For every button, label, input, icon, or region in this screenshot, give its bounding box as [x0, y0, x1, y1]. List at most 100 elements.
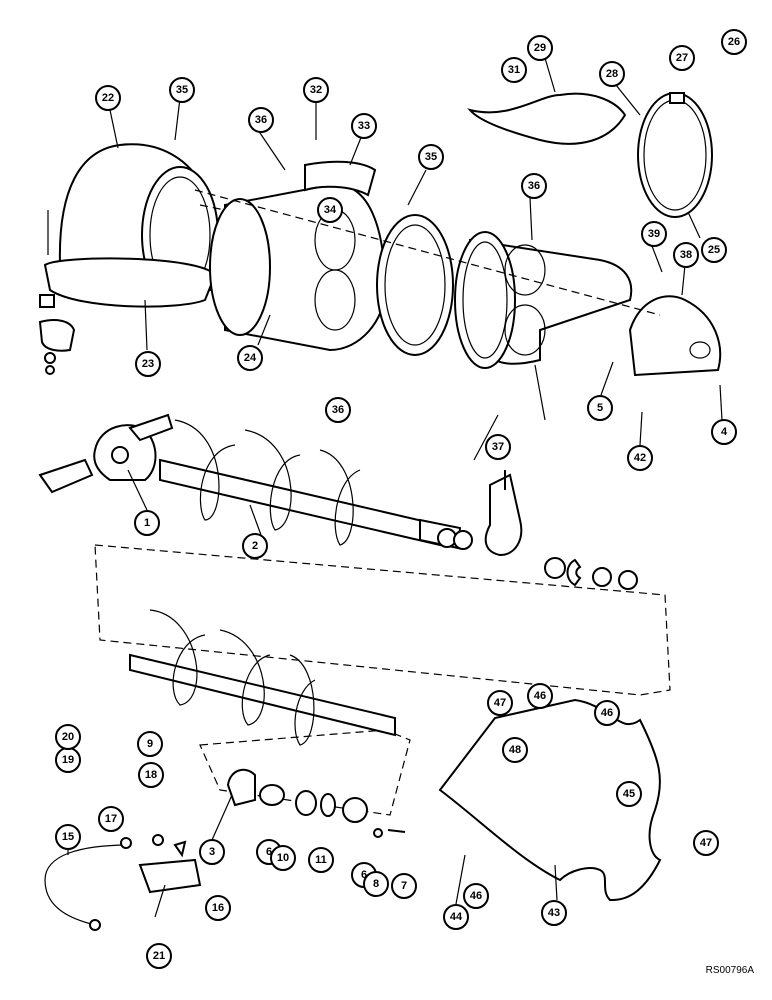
callout-number: 45 [623, 788, 635, 800]
callout-number: 27 [676, 52, 688, 64]
callout-number: 5 [597, 402, 603, 414]
auger-tube-section [209, 160, 387, 352]
callout-number: 24 [244, 352, 257, 364]
callout-18: 18 [138, 762, 164, 788]
callout-8: 8 [363, 871, 389, 897]
callout-number: 31 [508, 64, 520, 76]
callout-number: 38 [680, 249, 692, 261]
callout-21: 21 [146, 943, 172, 969]
reference-code: RS00796A [705, 965, 754, 976]
callout-number: 35 [176, 84, 188, 96]
callout-9: 9 [137, 731, 163, 757]
callout-36: 36 [521, 173, 547, 199]
callout-5: 5 [587, 395, 613, 421]
callout-number: 19 [62, 754, 74, 766]
callout-number: 29 [534, 42, 546, 54]
callout-number: 20 [62, 731, 74, 743]
callout-number: 10 [277, 852, 289, 864]
callout-number: 6 [266, 846, 272, 858]
flange-ring [376, 214, 454, 356]
lower-auger [129, 609, 396, 746]
callout-number: 23 [142, 358, 154, 370]
callout-48: 48 [502, 737, 528, 763]
callout-27: 27 [669, 45, 695, 71]
callout-22: 22 [95, 85, 121, 111]
callout-7: 7 [391, 873, 417, 899]
callout-number: 36 [255, 114, 267, 126]
alignment-lines [94, 189, 671, 816]
callout-35: 35 [169, 77, 195, 103]
callout-3: 3 [199, 839, 225, 865]
callout-28: 28 [599, 61, 625, 87]
callout-number: 47 [494, 697, 506, 709]
clamp-ring [637, 92, 713, 218]
bearing-parts [226, 768, 406, 838]
callout-26: 26 [721, 29, 747, 55]
callout-number: 39 [648, 228, 660, 240]
callout-46: 46 [594, 700, 620, 726]
callout-16: 16 [205, 895, 231, 921]
callout-number: 46 [601, 707, 613, 719]
callout-31: 31 [501, 57, 527, 83]
callout-number: 21 [153, 950, 165, 962]
half-shell [467, 92, 627, 145]
callout-11: 11 [308, 847, 334, 873]
callout-number: 15 [62, 831, 74, 843]
callout-23: 23 [135, 351, 161, 377]
callout-number: 46 [534, 690, 546, 702]
callout-46: 46 [463, 883, 489, 909]
callout-42: 42 [627, 445, 653, 471]
callout-number: 2 [252, 540, 258, 552]
callout-43: 43 [541, 900, 567, 926]
auger-flighting [159, 419, 462, 550]
callout-number: 4 [721, 426, 728, 438]
callout-20: 20 [55, 724, 81, 750]
callout-10: 10 [270, 845, 296, 871]
callout-number: 9 [147, 738, 153, 750]
callout-number: 32 [310, 84, 322, 96]
callout-number: 11 [315, 854, 327, 866]
callout-44: 44 [443, 904, 469, 930]
callout-number: 34 [324, 204, 337, 216]
callout-46: 46 [527, 683, 553, 709]
nose-cone [628, 295, 722, 377]
callout-number: 26 [728, 36, 740, 48]
callout-45: 45 [616, 781, 642, 807]
callout-number: 6 [361, 869, 367, 881]
sensor-cable [44, 834, 202, 931]
callout-number: 18 [145, 769, 157, 781]
callout-24: 24 [237, 345, 263, 371]
auger-tube-section-2 [454, 231, 633, 369]
callout-number: 17 [105, 813, 117, 825]
callout-number: 43 [548, 907, 560, 919]
callout-36: 36 [248, 107, 274, 133]
callout-38: 38 [673, 242, 699, 268]
callout-34: 34 [317, 197, 343, 223]
gearbox-drive [38, 413, 174, 494]
callout-47: 47 [693, 830, 719, 856]
callout-number: 16 [212, 902, 224, 914]
callout-number: 36 [528, 180, 540, 192]
callout-number: 35 [425, 151, 437, 163]
callout-number: 42 [634, 452, 646, 464]
callout-1: 1 [134, 510, 160, 536]
callout-number: 33 [358, 120, 370, 132]
callout-number: 36 [332, 404, 344, 416]
callout-29: 29 [527, 35, 553, 61]
callout-number: 46 [470, 890, 482, 902]
elbow-housing [38, 143, 219, 375]
callout-number: 22 [102, 92, 114, 104]
callout-number: 28 [606, 68, 618, 80]
callout-number: 44 [450, 911, 463, 923]
callout-number: 37 [492, 441, 504, 453]
callout-number: 47 [700, 837, 712, 849]
callout-32: 32 [303, 77, 329, 103]
callout-4: 4 [711, 419, 737, 445]
callout-36: 36 [325, 397, 351, 423]
callout-number: 3 [209, 846, 215, 858]
callout-number: 8 [373, 878, 379, 890]
callout-number: 25 [708, 244, 720, 256]
callout-33: 33 [351, 113, 377, 139]
